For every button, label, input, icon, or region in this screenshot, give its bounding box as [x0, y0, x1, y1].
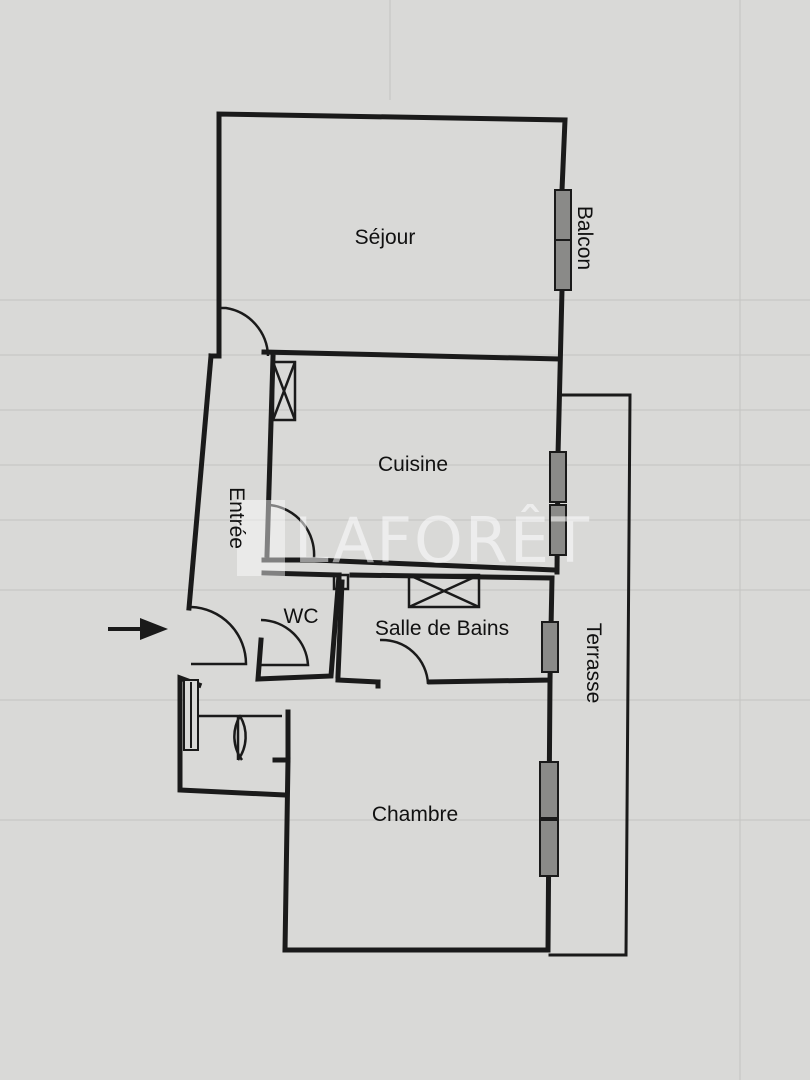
door-sejour — [219, 306, 270, 357]
wc-wall — [255, 570, 342, 682]
sejour-cuisine-wall — [261, 349, 561, 362]
window-sejour-1 — [554, 189, 572, 241]
door-sdb — [379, 638, 430, 685]
cuisine-south-wall — [311, 557, 558, 573]
sejour-east-wall — [555, 287, 565, 458]
window-sdb — [541, 621, 559, 673]
door-cuisine — [269, 503, 316, 559]
entree-west-wall-upper — [186, 353, 214, 611]
door-wc — [260, 618, 310, 667]
windows — [183, 189, 572, 877]
label-cuisine: Cuisine — [378, 453, 448, 476]
arrow-right-icon — [108, 618, 168, 640]
sejour-wall — [208, 111, 568, 359]
label-salle-de-bains: Salle de Bains — [375, 617, 509, 640]
label-entree: Entrée — [225, 487, 248, 549]
label-chambre: Chambre — [372, 803, 458, 826]
window-cuisine-1 — [549, 451, 567, 503]
window-chambre-1 — [539, 761, 559, 819]
door-entrance — [190, 605, 248, 666]
terrasse-outline — [548, 393, 632, 957]
label-balcon: Balcon — [573, 206, 596, 270]
window-sejour-2 — [554, 239, 572, 291]
doors — [190, 306, 430, 761]
label-terrasse: Terrasse — [582, 623, 605, 704]
wc-duct — [332, 573, 350, 591]
watermark-text: LAFORÊT — [294, 504, 591, 577]
sdb-west-wall — [335, 579, 345, 679]
laforet-logo: LAFORÊT — [237, 500, 591, 577]
sdb-door-jamb — [335, 677, 381, 685]
window-cuisine-2 — [549, 504, 567, 556]
label-wc: WC — [284, 605, 319, 628]
cross-box-icon — [407, 573, 481, 609]
cross-box-icon — [271, 360, 297, 422]
label-sejour: Séjour — [355, 226, 416, 249]
window-chambre-2 — [539, 819, 559, 877]
